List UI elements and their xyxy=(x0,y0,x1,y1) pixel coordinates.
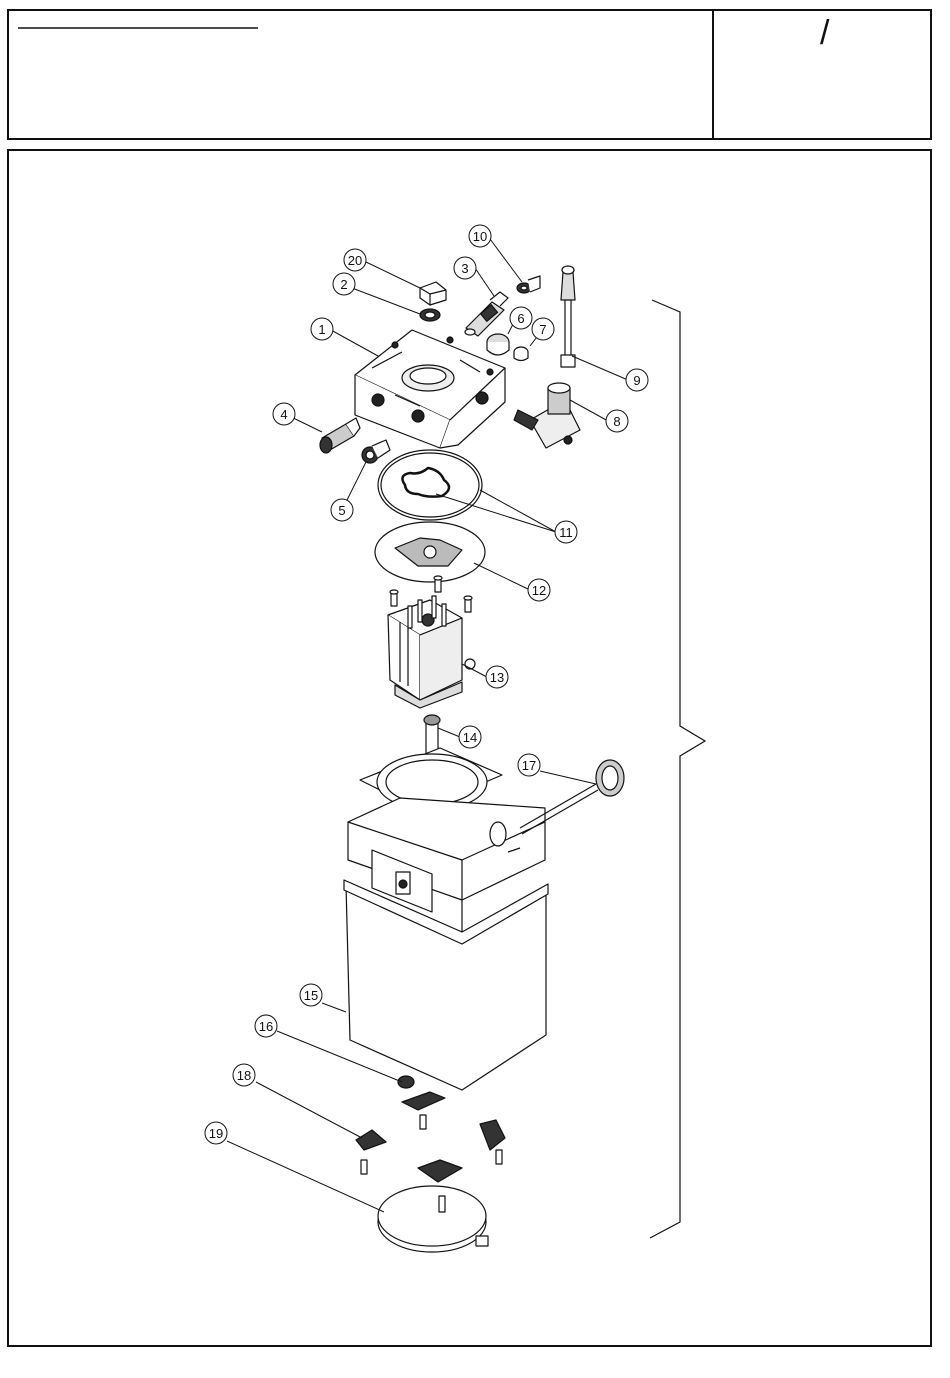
callout-11: 11 xyxy=(555,521,577,543)
callout-18-label: 18 xyxy=(237,1068,251,1083)
callout-16: 16 xyxy=(255,1015,277,1037)
callout-15-label: 15 xyxy=(304,988,318,1003)
part-16-drain-plug xyxy=(398,1076,445,1110)
callout-7: 7 xyxy=(532,318,554,340)
callout-13-label: 13 xyxy=(490,670,504,685)
callout-11-label: 11 xyxy=(559,525,573,540)
callout-14-label: 14 xyxy=(463,730,477,745)
callout-17-label: 17 xyxy=(522,758,536,773)
assembly-brace xyxy=(650,300,705,1238)
part-3-fitting xyxy=(465,292,508,336)
callout-17: 17 xyxy=(518,754,540,776)
part-11-seals xyxy=(378,450,482,520)
callout-10-label: 10 xyxy=(473,229,487,244)
callout-15: 15 xyxy=(300,984,322,1006)
callout-6: 6 xyxy=(510,307,532,329)
callout-10: 10 xyxy=(469,225,491,247)
callout-20-label: 20 xyxy=(348,253,362,268)
callout-5-label: 5 xyxy=(338,503,345,518)
callout-9-label: 9 xyxy=(633,373,640,388)
part-13-pump xyxy=(388,596,475,708)
callout-4-label: 4 xyxy=(280,407,287,422)
part-7-plug xyxy=(514,347,528,361)
callout-12: 12 xyxy=(528,579,550,601)
callout-20: 20 xyxy=(344,249,366,271)
callout-9: 9 xyxy=(626,369,648,391)
callout-16-label: 16 xyxy=(259,1019,273,1034)
callout-12-label: 12 xyxy=(532,583,546,598)
callout-1: 1 xyxy=(311,318,333,340)
part-4-fitting xyxy=(320,418,360,453)
part-19-band-clamp xyxy=(378,1186,488,1252)
callout-1-label: 1 xyxy=(318,322,325,337)
part-1-valve-block xyxy=(355,330,505,448)
callout-19: 19 xyxy=(205,1122,227,1144)
callout-2-label: 2 xyxy=(340,277,347,292)
part-5-fitting xyxy=(362,440,390,463)
exploded-view xyxy=(320,266,624,1252)
callout-3: 3 xyxy=(454,257,476,279)
part-20-cap xyxy=(420,282,446,305)
part-8-control-valve xyxy=(514,383,580,448)
callout-7-label: 7 xyxy=(539,322,546,337)
callout-8-label: 8 xyxy=(613,414,620,429)
callout-8: 8 xyxy=(606,410,628,432)
callout-3-label: 3 xyxy=(461,261,468,276)
callout-19-label: 19 xyxy=(209,1126,223,1141)
callout-4: 4 xyxy=(273,403,295,425)
part-18-feet xyxy=(356,1115,505,1182)
part-2-washer xyxy=(420,309,440,321)
part-6-plug xyxy=(487,334,509,355)
title-block: / xyxy=(8,10,931,139)
callout-6-label: 6 xyxy=(517,311,524,326)
callout-14: 14 xyxy=(459,726,481,748)
callout-5: 5 xyxy=(331,499,353,521)
part-12-plate xyxy=(375,522,485,582)
part-15-tank xyxy=(344,748,548,1090)
page-mark: / xyxy=(820,14,830,52)
part-9-handle xyxy=(561,266,575,367)
callout-18: 18 xyxy=(233,1064,255,1086)
callout-13: 13 xyxy=(486,666,508,688)
callout-2: 2 xyxy=(333,273,355,295)
title-block-frame xyxy=(8,10,931,139)
part-10-nut xyxy=(517,276,540,293)
